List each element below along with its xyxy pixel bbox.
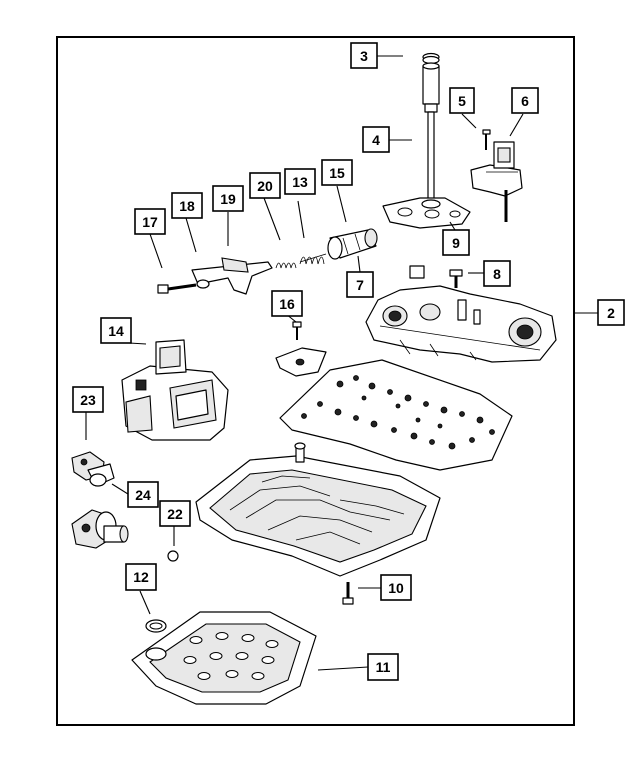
part-8-bolt [449, 269, 463, 288]
callout-19: 19 [212, 185, 244, 212]
part-5-screw [482, 129, 491, 150]
callout-8-label: 8 [493, 266, 501, 282]
callout-22: 22 [159, 500, 191, 527]
callout-18: 18 [171, 192, 203, 219]
callout-8: 8 [483, 260, 511, 287]
callout-7: 7 [346, 271, 374, 298]
callout-13: 13 [284, 168, 316, 195]
part-6-sensor [470, 141, 523, 222]
part-16-screw-bracket [275, 321, 327, 377]
callout-4: 4 [362, 126, 390, 153]
callout-3: 3 [350, 42, 378, 69]
part-10-bolt [342, 582, 354, 605]
callout-12-label: 12 [133, 569, 149, 585]
callout-11-label: 11 [376, 659, 391, 675]
part-12-o-ring [145, 619, 167, 633]
lower-valve-body [195, 442, 441, 577]
callout-14-label: 14 [108, 323, 124, 339]
callout-17-label: 17 [142, 214, 158, 230]
separator-plate [279, 359, 513, 471]
part-11-filter [131, 611, 317, 705]
callout-24-label: 24 [135, 487, 151, 503]
callout-9-label: 9 [452, 235, 460, 251]
callout-6-label: 6 [521, 93, 529, 109]
part-18-clip [196, 279, 210, 289]
part-14-solenoid-block [121, 339, 229, 441]
part-24-solenoid [71, 509, 129, 549]
callout-7-label: 7 [356, 277, 364, 293]
part-13-spring [299, 253, 327, 265]
part-23-switch [71, 451, 115, 487]
callout-11: 11 [367, 653, 399, 681]
callout-23: 23 [72, 386, 104, 413]
part-3-seal [422, 52, 440, 65]
callout-15-label: 15 [329, 165, 345, 181]
callout-12: 12 [125, 563, 157, 591]
part-19-lever [191, 257, 273, 295]
callout-10-label: 10 [388, 580, 404, 596]
callout-4-label: 4 [372, 132, 380, 148]
callout-20: 20 [249, 172, 281, 199]
callout-24: 24 [127, 481, 159, 508]
callout-3-label: 3 [360, 48, 368, 64]
callout-18-label: 18 [179, 198, 195, 214]
callout-15: 15 [321, 159, 353, 186]
part-17-bolt [157, 283, 197, 294]
part-7-sleeve [327, 228, 378, 260]
callout-13-label: 13 [292, 174, 308, 190]
callout-2: 2 [597, 299, 625, 326]
part-4-shaft [382, 62, 471, 229]
callout-23-label: 23 [80, 392, 96, 408]
callout-14: 14 [100, 317, 132, 344]
leader-lines [85, 55, 598, 671]
callout-9: 9 [442, 229, 470, 256]
callout-6: 6 [511, 87, 539, 114]
callout-19-label: 19 [220, 191, 236, 207]
callout-20-label: 20 [257, 178, 273, 194]
part-20-spring [275, 262, 297, 269]
callout-5-label: 5 [458, 93, 466, 109]
callout-5: 5 [449, 87, 475, 114]
part-22-ball [167, 550, 179, 562]
callout-16: 16 [271, 290, 303, 317]
callout-16-label: 16 [279, 296, 295, 312]
assembly-frame [56, 36, 575, 726]
callout-2-label: 2 [607, 305, 615, 321]
callout-22-label: 22 [167, 506, 183, 522]
callout-10: 10 [380, 574, 412, 601]
callout-17: 17 [134, 208, 166, 235]
upper-valve-body [365, 265, 557, 363]
